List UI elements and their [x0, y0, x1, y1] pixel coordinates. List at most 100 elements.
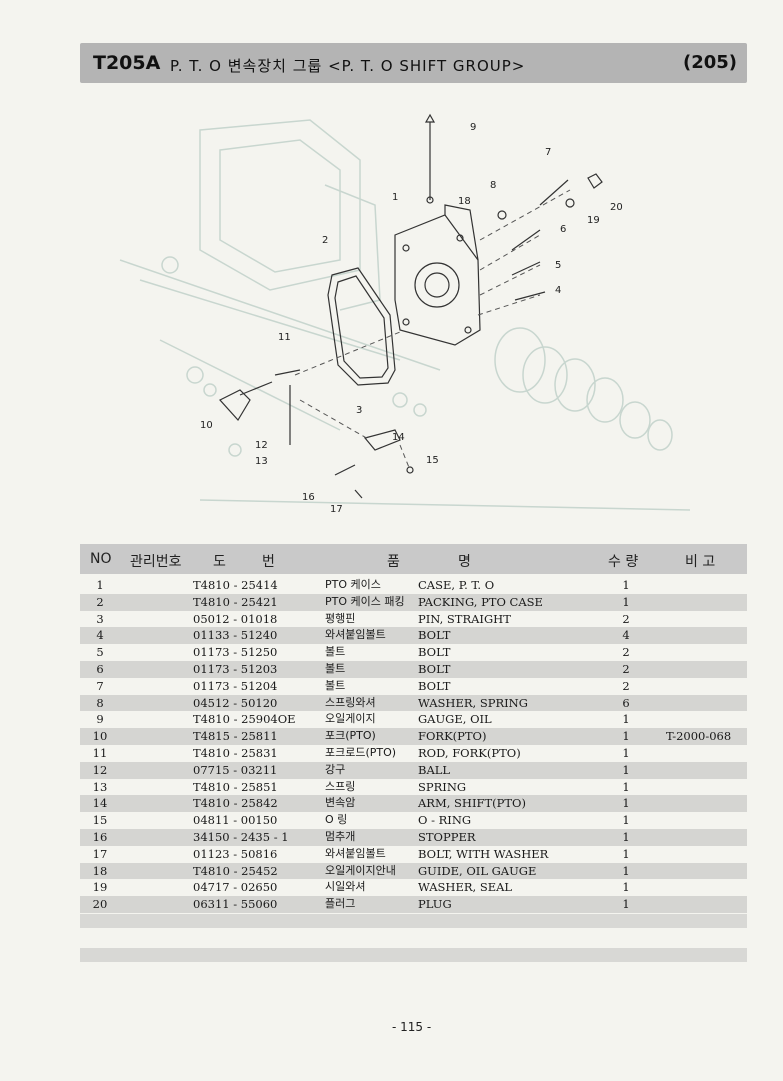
row-part-number: 01173 - 51203: [193, 661, 278, 676]
group-code: T205A: [93, 52, 161, 74]
header-bar: [80, 43, 747, 83]
row-name-korean: 와셔붙임볼트: [325, 846, 386, 860]
row-quantity: 1: [622, 829, 630, 844]
callout-12: 12: [255, 440, 268, 451]
header-remarks: 비 고: [685, 554, 716, 570]
callout-17: 17: [330, 504, 343, 515]
callout-20: 20: [610, 202, 623, 213]
row-name-english: BOLT, WITH WASHER: [418, 846, 549, 861]
row-no: 10: [92, 729, 108, 744]
callout-14: 14: [392, 432, 405, 443]
row-name-english: BOLT: [418, 628, 451, 643]
row-quantity: 2: [622, 611, 630, 626]
row-part-number: 04811 - 00150: [193, 813, 278, 828]
table-shade-band: [80, 914, 747, 928]
row-quantity: 1: [622, 578, 630, 592]
callout-16: 16: [302, 492, 315, 503]
row-part-number: T4810 - 25842: [193, 796, 278, 811]
row-part-number: 01173 - 51250: [193, 645, 278, 660]
row-name-english: BOLT: [418, 645, 451, 660]
row-name-english: BALL: [418, 762, 451, 777]
header-pum: 품: [387, 554, 400, 570]
callout-11: 11: [278, 332, 291, 343]
header-beon: 번: [262, 554, 275, 570]
row-quantity: 2: [622, 678, 630, 693]
row-name-korean: 스프링와셔: [325, 695, 376, 709]
row-name-english: FORK(PTO): [418, 729, 487, 744]
row-part-number: 06311 - 55060: [193, 897, 278, 912]
row-quantity: 1: [622, 796, 630, 811]
row-name-english: STOPPER: [418, 829, 476, 844]
row-name-korean: PTO 케이스: [325, 578, 381, 591]
callout-7: 7: [545, 147, 551, 158]
row-quantity: 1: [622, 846, 630, 861]
callout-6: 6: [560, 224, 566, 235]
row-no: 11: [92, 745, 108, 760]
callout-8: 8: [490, 180, 496, 191]
callout-10: 10: [200, 420, 213, 431]
row-part-number: 07715 - 03211: [193, 762, 278, 777]
row-part-number: 05012 - 01018: [193, 611, 278, 626]
assembly-lines: [294, 189, 571, 471]
row-part-number: 01123 - 50816: [193, 846, 278, 861]
row-name-korean: 멈추개: [325, 829, 356, 843]
table-row: 3 05012 - 01018 평행핀 PIN, STRAIGHT 2: [80, 611, 747, 628]
row-remark: T-2000-068: [666, 729, 732, 744]
row-no: 8: [96, 695, 104, 710]
row-no: 9: [96, 712, 104, 727]
row-name-english: ROD, FORK(PTO): [418, 745, 521, 760]
row-name-korean: 볼트: [325, 645, 346, 659]
row-quantity: 1: [622, 897, 630, 912]
callout-numbers: 1 2 3 4 5 6 7 8 9 10 11 12 13 14 15 16 1…: [200, 122, 623, 515]
callout-3: 3: [356, 405, 362, 416]
row-no: 17: [92, 846, 108, 861]
row-quantity: 6: [622, 695, 630, 710]
row-name-english: ARM, SHIFT(PTO): [418, 796, 526, 811]
row-part-number: T4810 - 25851: [193, 779, 278, 794]
row-quantity: 1: [622, 745, 630, 760]
callout-2: 2: [322, 235, 328, 246]
table-shade-band: [80, 948, 747, 962]
row-name-english: GAUGE, OIL: [418, 712, 492, 727]
faded-background-transmission: [119, 119, 691, 511]
callout-15: 15: [426, 455, 439, 466]
table-row: 17 01123 - 50816 와셔붙임볼트 BOLT, WITH WASHER 1: [80, 846, 747, 863]
page-number: - 115 -: [392, 1020, 432, 1034]
row-name-korean: O 링: [325, 813, 348, 827]
row-part-number: T4810 - 25452: [193, 863, 278, 878]
header-do: 도: [213, 554, 226, 570]
callout-1: 1: [392, 192, 398, 203]
group-page-ref: (205): [683, 52, 738, 73]
row-name-korean: PTO 케이스 패킹: [325, 594, 405, 608]
row-no: 12: [92, 762, 108, 777]
row-part-number: T4810 - 25904OE: [193, 712, 296, 727]
row-name-korean: 변속암: [325, 796, 356, 810]
row-name-korean: 시일와셔: [325, 880, 366, 894]
row-no: 3: [96, 611, 104, 626]
row-name-english: SPRING: [418, 779, 467, 794]
row-name-korean: 스프링: [325, 779, 356, 793]
row-name-english: BOLT: [418, 678, 451, 693]
row-name-english: PIN, STRAIGHT: [418, 611, 511, 626]
row-no: 14: [92, 796, 108, 811]
row-name-korean: 평행핀: [325, 611, 356, 625]
callout-9: 9: [470, 122, 476, 133]
row-part-number: T4810 - 25414: [193, 578, 278, 592]
row-name-korean: 플러그: [325, 897, 356, 911]
row-quantity: 2: [622, 661, 630, 676]
callout-5: 5: [555, 260, 561, 271]
row-name-english: PLUG: [418, 897, 452, 912]
